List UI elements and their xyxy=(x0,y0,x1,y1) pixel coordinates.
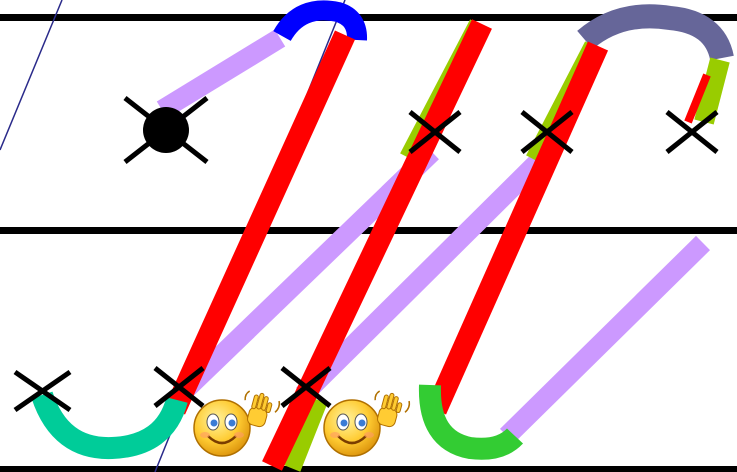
waving-smiley-icon xyxy=(323,390,411,457)
x-marker xyxy=(408,110,462,154)
connector-stroke-3 xyxy=(295,144,556,403)
slant-guide-line-left xyxy=(0,0,63,151)
blue-arch xyxy=(273,0,368,42)
red-downstroke-2 xyxy=(262,19,492,471)
red-thin-stroke xyxy=(684,73,711,124)
x-marker xyxy=(123,96,209,164)
middle-rule-line xyxy=(0,227,737,234)
x-marker xyxy=(280,366,332,408)
red-downstrokes xyxy=(164,19,609,471)
x-marker xyxy=(153,366,205,408)
x-marker xyxy=(665,110,719,154)
connector-stroke-1 xyxy=(156,29,286,119)
connector-stroke-4 xyxy=(499,235,711,444)
red-downstroke-1 xyxy=(164,30,356,415)
bottom-rule-line xyxy=(0,466,737,472)
waving-smiley-icon xyxy=(193,390,281,457)
x-marker xyxy=(520,110,574,154)
top-rule-line xyxy=(0,14,737,21)
green-cup xyxy=(418,384,524,460)
green-highlight-4 xyxy=(281,396,328,472)
x-markers xyxy=(13,96,719,413)
green-highlight-3 xyxy=(694,57,730,125)
red-downstroke-3 xyxy=(425,41,609,415)
teal-cup xyxy=(31,391,188,460)
slate-arch xyxy=(577,4,734,62)
x-marker xyxy=(13,369,72,413)
